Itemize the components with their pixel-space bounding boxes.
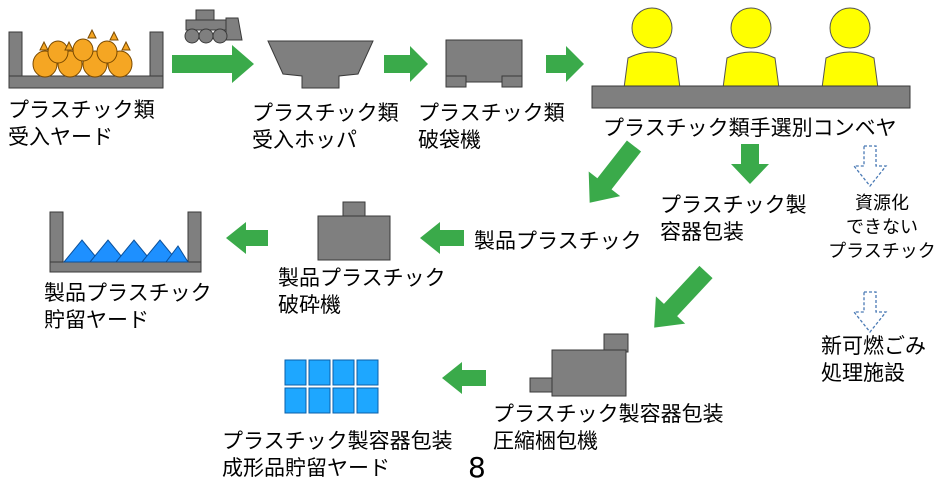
flow-arrow-conveyor-to-packaging xyxy=(731,144,769,184)
dashed-arrow-to-non-recyclable xyxy=(852,145,888,188)
label-line: 圧縮梱包機 xyxy=(493,429,598,453)
label-line: プラスチック製容器包装 xyxy=(493,402,724,426)
label-line: プラスチック製 xyxy=(660,193,807,217)
label-line: できない xyxy=(846,217,918,238)
worker-icon xyxy=(821,7,879,89)
label-line: 破砕機 xyxy=(278,293,341,317)
label-compression-baler: プラスチック製容器包装 圧縮梱包機 xyxy=(493,401,724,455)
receiving-yard-graphic xyxy=(8,28,164,89)
label-non-recyclable: 資源化 できない プラスチック xyxy=(822,192,942,264)
label-line: 貯留ヤード xyxy=(44,308,149,332)
bulldozer-icon xyxy=(184,9,243,44)
label-line: 製品プラスチック xyxy=(44,281,212,305)
label-line: 製品プラスチック xyxy=(278,266,446,290)
label-line: プラスチック製容器包装 xyxy=(222,429,453,453)
flow-arrow-product-to-crusher xyxy=(420,222,464,254)
label-receiving-yard: プラスチック類 受入ヤード xyxy=(8,97,155,151)
baler-graphic xyxy=(529,333,629,397)
label-sorting-conveyor: プラスチック類手選別コンベヤ xyxy=(603,116,897,140)
hopper-graphic xyxy=(267,40,374,89)
label-line: 資源化 xyxy=(855,193,909,214)
label-receiving-hopper: プラスチック類 受入ホッパ xyxy=(252,100,399,154)
label-bag-breaker: プラスチック類 破袋機 xyxy=(418,100,565,154)
label-incineration-facility: 新可燃ごみ 処理施設 xyxy=(821,333,926,387)
crusher-graphic xyxy=(317,201,391,261)
label-product-plastic: 製品プラスチック xyxy=(474,229,642,253)
sorting-conveyor-graphic xyxy=(591,7,911,109)
label-line: 成形品貯留ヤード xyxy=(222,456,390,480)
label-line: プラスチック xyxy=(828,241,936,262)
worker-icon xyxy=(722,7,780,89)
label-line: プラスチック類 xyxy=(8,98,155,122)
label-molded-storage-yard: プラスチック製容器包装 成形品貯留ヤード xyxy=(222,428,453,482)
page-number: 8 xyxy=(468,451,486,484)
label-line: プラスチック類 xyxy=(252,101,399,125)
crushed-plastic-icon xyxy=(62,239,189,263)
flow-arrow-packaging-to-baler xyxy=(654,265,713,328)
label-product-crusher: 製品プラスチック 破砕機 xyxy=(278,265,446,319)
label-line: 受入ホッパ xyxy=(252,128,357,152)
label-line: 破袋機 xyxy=(418,128,481,152)
label-line: 処理施設 xyxy=(821,361,905,385)
flow-arrow-crusher-to-storage xyxy=(226,222,268,254)
label-line: プラスチック類 xyxy=(418,101,565,125)
label-container-packaging: プラスチック製 容器包装 xyxy=(660,192,807,246)
label-line: 受入ヤード xyxy=(8,125,113,149)
label-line: 新可燃ごみ xyxy=(821,334,926,358)
flow-arrow-yard-to-hopper xyxy=(172,45,254,83)
dashed-arrow-to-incineration xyxy=(852,291,888,334)
garbage-bags-icon xyxy=(32,28,133,78)
product-storage-yard-graphic xyxy=(49,211,202,273)
flow-arrow-hopper-to-breaker xyxy=(384,46,428,82)
worker-icon xyxy=(623,7,681,89)
baled-blocks-icon xyxy=(284,359,379,414)
label-product-storage-yard: 製品プラスチック 貯留ヤード xyxy=(44,280,212,334)
flow-arrow-breaker-to-conveyor xyxy=(546,46,584,82)
flow-arrow-baler-to-molded-storage xyxy=(442,362,486,394)
label-line: 容器包装 xyxy=(660,220,744,244)
bag-breaker-graphic xyxy=(445,39,523,88)
flow-arrow-conveyor-to-product xyxy=(588,140,642,203)
